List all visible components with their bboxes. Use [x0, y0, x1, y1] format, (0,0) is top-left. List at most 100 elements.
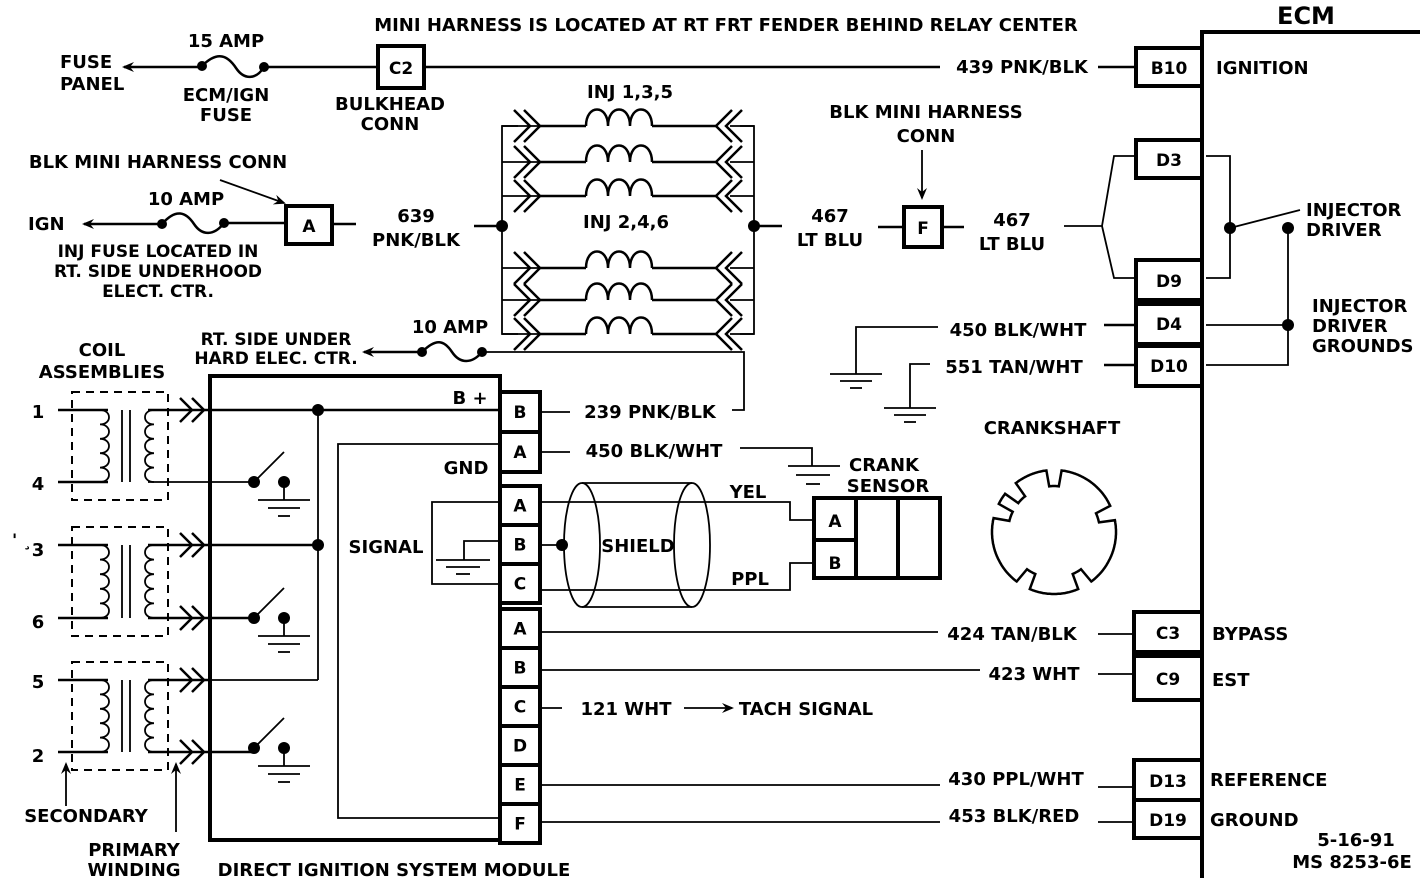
ecm-pin-d9: D9 [1134, 258, 1204, 302]
svg-text:CONN: CONN [361, 114, 420, 135]
svg-text:INJECTOR: INJECTOR [1306, 200, 1402, 221]
shield-node [556, 539, 568, 551]
svg-text:D19: D19 [1149, 811, 1187, 831]
injector-2 [502, 144, 754, 179]
wire-ppl [540, 562, 814, 591]
fuse-panel-label: FUSE PANEL [60, 52, 124, 95]
injector-ground-node [1282, 319, 1294, 331]
diagram-code: MS 8253-6E [1292, 852, 1412, 873]
svg-text:COIL: COIL [79, 340, 126, 361]
secondary-winding-icon [99, 679, 110, 753]
ground-symbol-551 [884, 407, 936, 423]
dis-pin-power-b: B [498, 390, 542, 434]
driver-switch-1 [248, 451, 310, 517]
connector-chevron-icon [179, 532, 206, 558]
svg-text:ASSEMBLIES: ASSEMBLIES [39, 362, 165, 383]
svg-text:BULKHEAD: BULKHEAD [335, 94, 445, 115]
ecm-bypass-label: BYPASS [1212, 624, 1288, 645]
svg-text:A: A [302, 217, 316, 237]
pin-box [498, 430, 542, 474]
injector-1 [502, 108, 754, 143]
pin-label: A [513, 443, 527, 463]
bplus-label: B + [452, 388, 487, 409]
secondary-label: SECONDARY [24, 806, 149, 827]
wire-450-dis [740, 447, 813, 466]
svg-text:F: F [917, 219, 929, 239]
ecm-ground-label: GROUND [1210, 810, 1299, 831]
wire-467-fork [1064, 155, 1136, 279]
connector-chevron-icon [179, 397, 206, 423]
dis-pin-signal-c: C [498, 562, 542, 605]
dis-fuse-symbol [417, 341, 487, 363]
svg-text:BLK MINI HARNESS: BLK MINI HARNESS [829, 102, 1022, 123]
connector-a: A [284, 204, 334, 246]
dis-pin-ecm-f: F [498, 802, 542, 845]
primary-winding-icon [144, 544, 155, 619]
coil-assembly-1 [58, 391, 254, 501]
ecm-boundary [1200, 30, 1420, 878]
ecm-ignition-label: IGNITION [1216, 58, 1309, 79]
dis-fuse-rating: 10 AMP [412, 317, 488, 338]
dis-inner-signal-frame [337, 443, 500, 819]
svg-text:D3: D3 [1156, 151, 1182, 171]
wire-dis-fuse-to-239 [482, 351, 745, 411]
crank-ground-symbol [788, 465, 840, 485]
bulkhead-connector-c2: C2 [376, 44, 426, 90]
wire-450-ecm [855, 326, 938, 374]
injector-coil-icon [584, 108, 654, 127]
coil-housing-outline [71, 661, 169, 771]
injector-driver-grounds-label: INJECTOR DRIVER GROUNDS [1312, 296, 1414, 357]
diagram-date: 5-16-91 [1317, 830, 1395, 851]
switch-blade [253, 717, 285, 749]
svg-text:LT BLU: LT BLU [979, 234, 1045, 255]
pin-label: A [513, 620, 527, 640]
ecm-pin-d3: D3 [1134, 138, 1204, 180]
svg-text:467: 467 [811, 206, 849, 227]
svg-text:B10: B10 [1151, 59, 1188, 79]
svg-text:CONN: CONN [897, 126, 956, 147]
coil-assemblies-title: COIL ASSEMBLIES [39, 340, 165, 383]
primary-winding-label: PRIMARY WINDING [87, 840, 180, 880]
bplus-node-1 [312, 404, 324, 416]
ecm-pin-d13: D13 [1132, 758, 1204, 802]
dis-pin-ecm-a: A [498, 607, 542, 650]
wire-439-label: 439 PNK/BLK [956, 57, 1089, 78]
svg-text:PNK/BLK: PNK/BLK [372, 230, 461, 251]
wire-121-label: 121 WHT [580, 699, 672, 720]
injector-driver-wire [1206, 155, 1231, 279]
dis-pin-ecm-b: B [498, 646, 542, 689]
wire-yel-label: YEL [729, 482, 767, 503]
ecm-est-label: EST [1212, 670, 1250, 691]
svg-text:ELECT. CTR.: ELECT. CTR. [102, 282, 214, 302]
svg-text:PANEL: PANEL [60, 74, 124, 95]
coil-terminal-2: 2 [32, 746, 45, 767]
ecm-pin-d4: D4 [1134, 302, 1204, 346]
connector-chevron-icon [714, 251, 743, 285]
wire-551-label: 551 TAN/WHT [945, 357, 1083, 378]
pin-box [498, 523, 542, 566]
dis-pin-ecm-e: E [498, 763, 542, 806]
dis-module-box [208, 374, 502, 842]
injector-coil-icon [584, 178, 654, 197]
coil-terminal-5: 5 [32, 672, 45, 693]
pin-label: B [514, 659, 527, 679]
injector-driver-label: INJECTOR DRIVER [1306, 200, 1402, 241]
crankshaft-label: CRANKSHAFT [984, 418, 1121, 439]
ecm-reference-label: REFERENCE [1210, 770, 1327, 791]
pin-box [498, 607, 542, 650]
wire-467-label-a: 467 LT BLU [797, 206, 863, 251]
svg-text:D4: D4 [1156, 315, 1182, 335]
coil-housing-outline [71, 526, 169, 637]
signal-ground-symbol [436, 559, 490, 575]
crank-sensor-label: CRANK SENSOR [847, 455, 930, 497]
wire-424-label: 424 TAN/BLK [947, 624, 1077, 645]
pin-label: F [514, 815, 526, 835]
pin-label: D [513, 737, 527, 757]
pin-label: B [514, 536, 527, 556]
switch-blade [253, 587, 285, 619]
primary-winding-icon [144, 409, 155, 483]
wire-551 [909, 363, 930, 408]
pin-box [498, 724, 542, 767]
bulkhead-connector-label: BULKHEAD CONN [335, 94, 445, 135]
